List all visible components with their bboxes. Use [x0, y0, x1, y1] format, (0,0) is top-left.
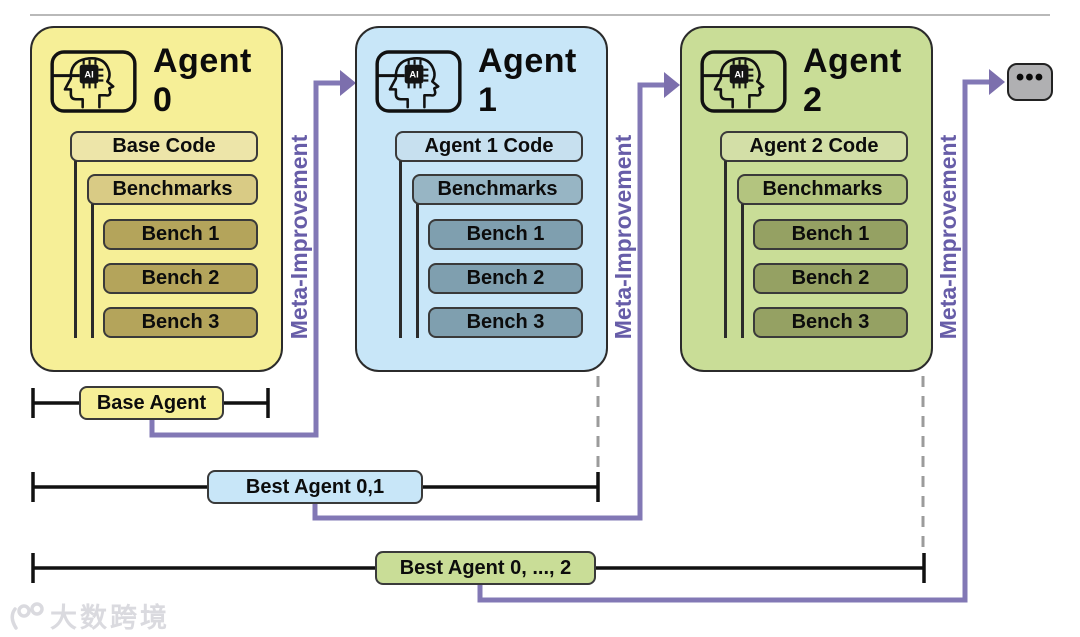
bench-bar: Bench 2: [103, 263, 258, 294]
agent-header: AI Agent 0: [50, 42, 273, 119]
timeline-label-best-agent-0-2: Best Agent 0, ..., 2: [375, 551, 596, 585]
ellipsis-dots: •••: [1015, 64, 1045, 91]
svg-text:AI: AI: [409, 69, 418, 79]
meta-improvement-label: Meta-Improvement: [935, 134, 961, 340]
svg-text:AI: AI: [84, 69, 93, 79]
tree-indent-line: [399, 161, 402, 338]
benchmarks-bar: Benchmarks: [412, 174, 583, 205]
bench-bar: Bench 2: [753, 263, 908, 294]
meta-improvement-label: Meta-Improvement: [610, 134, 636, 340]
bench-bar: Bench 3: [753, 307, 908, 338]
timeline-label-base-agent: Base Agent: [79, 386, 224, 420]
ellipsis-icon: •••: [1007, 63, 1053, 101]
bench-bar: Bench 3: [103, 307, 258, 338]
tree-indent-line: [741, 204, 744, 338]
bench-bar: Bench 1: [428, 219, 583, 250]
bench-bar: Bench 3: [428, 307, 583, 338]
agent-card-2: AI Agent 2 Agent 2 Code Benchmarks Bench…: [680, 26, 933, 372]
watermark-logo-icon: [10, 601, 44, 630]
code-bar: Agent 1 Code: [395, 131, 583, 162]
svg-text:AI: AI: [734, 69, 743, 79]
tree-indent-line: [74, 161, 77, 338]
agent-header: AI Agent 1: [375, 42, 598, 119]
agent-card-0: AI Agent 0 Base Code Benchmarks Bench 1 …: [30, 26, 283, 372]
bench-bar: Bench 1: [753, 219, 908, 250]
benchmarks-bar: Benchmarks: [737, 174, 908, 205]
tree-indent-line: [416, 204, 419, 338]
ai-head-chip-icon: AI: [375, 49, 462, 113]
agent-title: Agent 1: [478, 42, 577, 119]
agent-title: Agent 2: [803, 42, 902, 119]
tree-indent-line: [91, 204, 94, 338]
ai-head-chip-icon: AI: [50, 49, 137, 113]
agent-header: AI Agent 2: [700, 42, 923, 119]
code-bar: Base Code: [70, 131, 258, 162]
meta-improvement-label: Meta-Improvement: [286, 134, 312, 340]
bench-bar: Bench 2: [428, 263, 583, 294]
code-bar: Agent 2 Code: [720, 131, 908, 162]
tree-indent-line: [724, 161, 727, 338]
watermark-text: 大数跨境: [50, 603, 170, 633]
agent-card-1: AI Agent 1 Agent 1 Code Benchmarks Bench…: [355, 26, 608, 372]
timeline-label-best-agent-01: Best Agent 0,1: [207, 470, 423, 504]
bench-bar: Bench 1: [103, 219, 258, 250]
benchmarks-bar: Benchmarks: [87, 174, 258, 205]
watermark: 大数跨境: [6, 596, 170, 635]
ai-head-chip-icon: AI: [700, 49, 787, 113]
agent-title: Agent 0: [153, 42, 252, 119]
